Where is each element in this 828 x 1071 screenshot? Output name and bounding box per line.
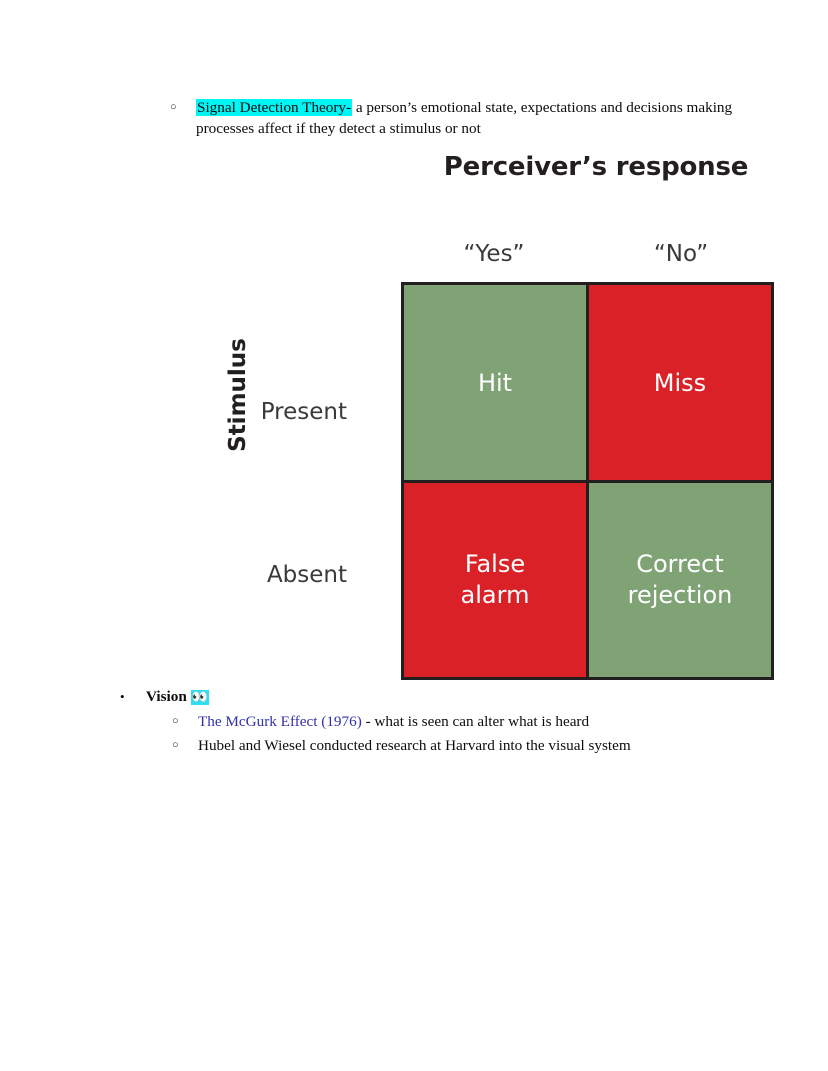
note-body-text: a person’s emotional state, expectations…	[196, 99, 733, 137]
note-text: Signal Detection Theory- a person’s emot…	[196, 97, 750, 139]
bullet-row: ○ Signal Detection Theory- a person’s em…	[170, 97, 750, 139]
axis-label-stimulus: Stimulus	[225, 338, 251, 452]
hollow-bullet-icon: ○	[170, 101, 177, 113]
filled-bullet-icon: •	[120, 689, 125, 704]
row-header-present: Present	[260, 399, 347, 425]
note-item-signal-detection-theory: ○ Signal Detection Theory- a person’s em…	[170, 97, 750, 139]
mcgurk-effect-link[interactable]: The McGurk Effect (1976)	[198, 713, 362, 730]
matrix-cell-label: Miss	[653, 369, 707, 397]
matrix-cell-label-line2: alarm	[460, 580, 530, 609]
matrix-cell-miss: Miss	[589, 285, 771, 480]
figure-title: Perceiver’s response	[443, 152, 749, 182]
eyes-emoji: 👀	[190, 690, 209, 705]
matrix-cell-label-line2: rejection	[627, 580, 733, 609]
bullet-row-vision: • Vision 👀	[120, 686, 780, 708]
matrix-cell-label-line1: False	[464, 549, 526, 578]
vision-label: Vision	[146, 688, 187, 705]
note-text: Hubel and Wiesel conducted research at H…	[198, 737, 631, 754]
note-text: Vision 👀	[146, 686, 780, 708]
signal-detection-matrix-figure: Perceiver’s response “Yes” “No” Stimulus…	[196, 146, 796, 691]
hollow-bullet-icon: ○	[172, 739, 179, 751]
column-header-no: “No”	[653, 241, 709, 267]
list-item: ○ Hubel and Wiesel conducted research at…	[120, 735, 780, 756]
matrix-cell-hit: Hit	[404, 285, 586, 480]
matrix-cell-label: Hit	[477, 369, 513, 397]
note-text: The McGurk Effect (1976) - what is seen …	[198, 711, 780, 732]
column-header-yes: “Yes”	[463, 241, 525, 267]
vision-sub-list: ○ The McGurk Effect (1976) - what is see…	[120, 711, 780, 756]
note-item-vision: • Vision 👀 ○ The McGurk Effect (1976) - …	[120, 686, 780, 756]
hollow-bullet-icon: ○	[172, 715, 179, 727]
row-header-absent: Absent	[266, 562, 347, 588]
matrix-cell-label-line1: Correct	[636, 549, 724, 578]
note-body-text: - what is seen can alter what is heard	[361, 713, 590, 730]
list-item: ○ The McGurk Effect (1976) - what is see…	[120, 711, 780, 732]
highlighted-term: Signal Detection Theory-	[196, 99, 353, 116]
